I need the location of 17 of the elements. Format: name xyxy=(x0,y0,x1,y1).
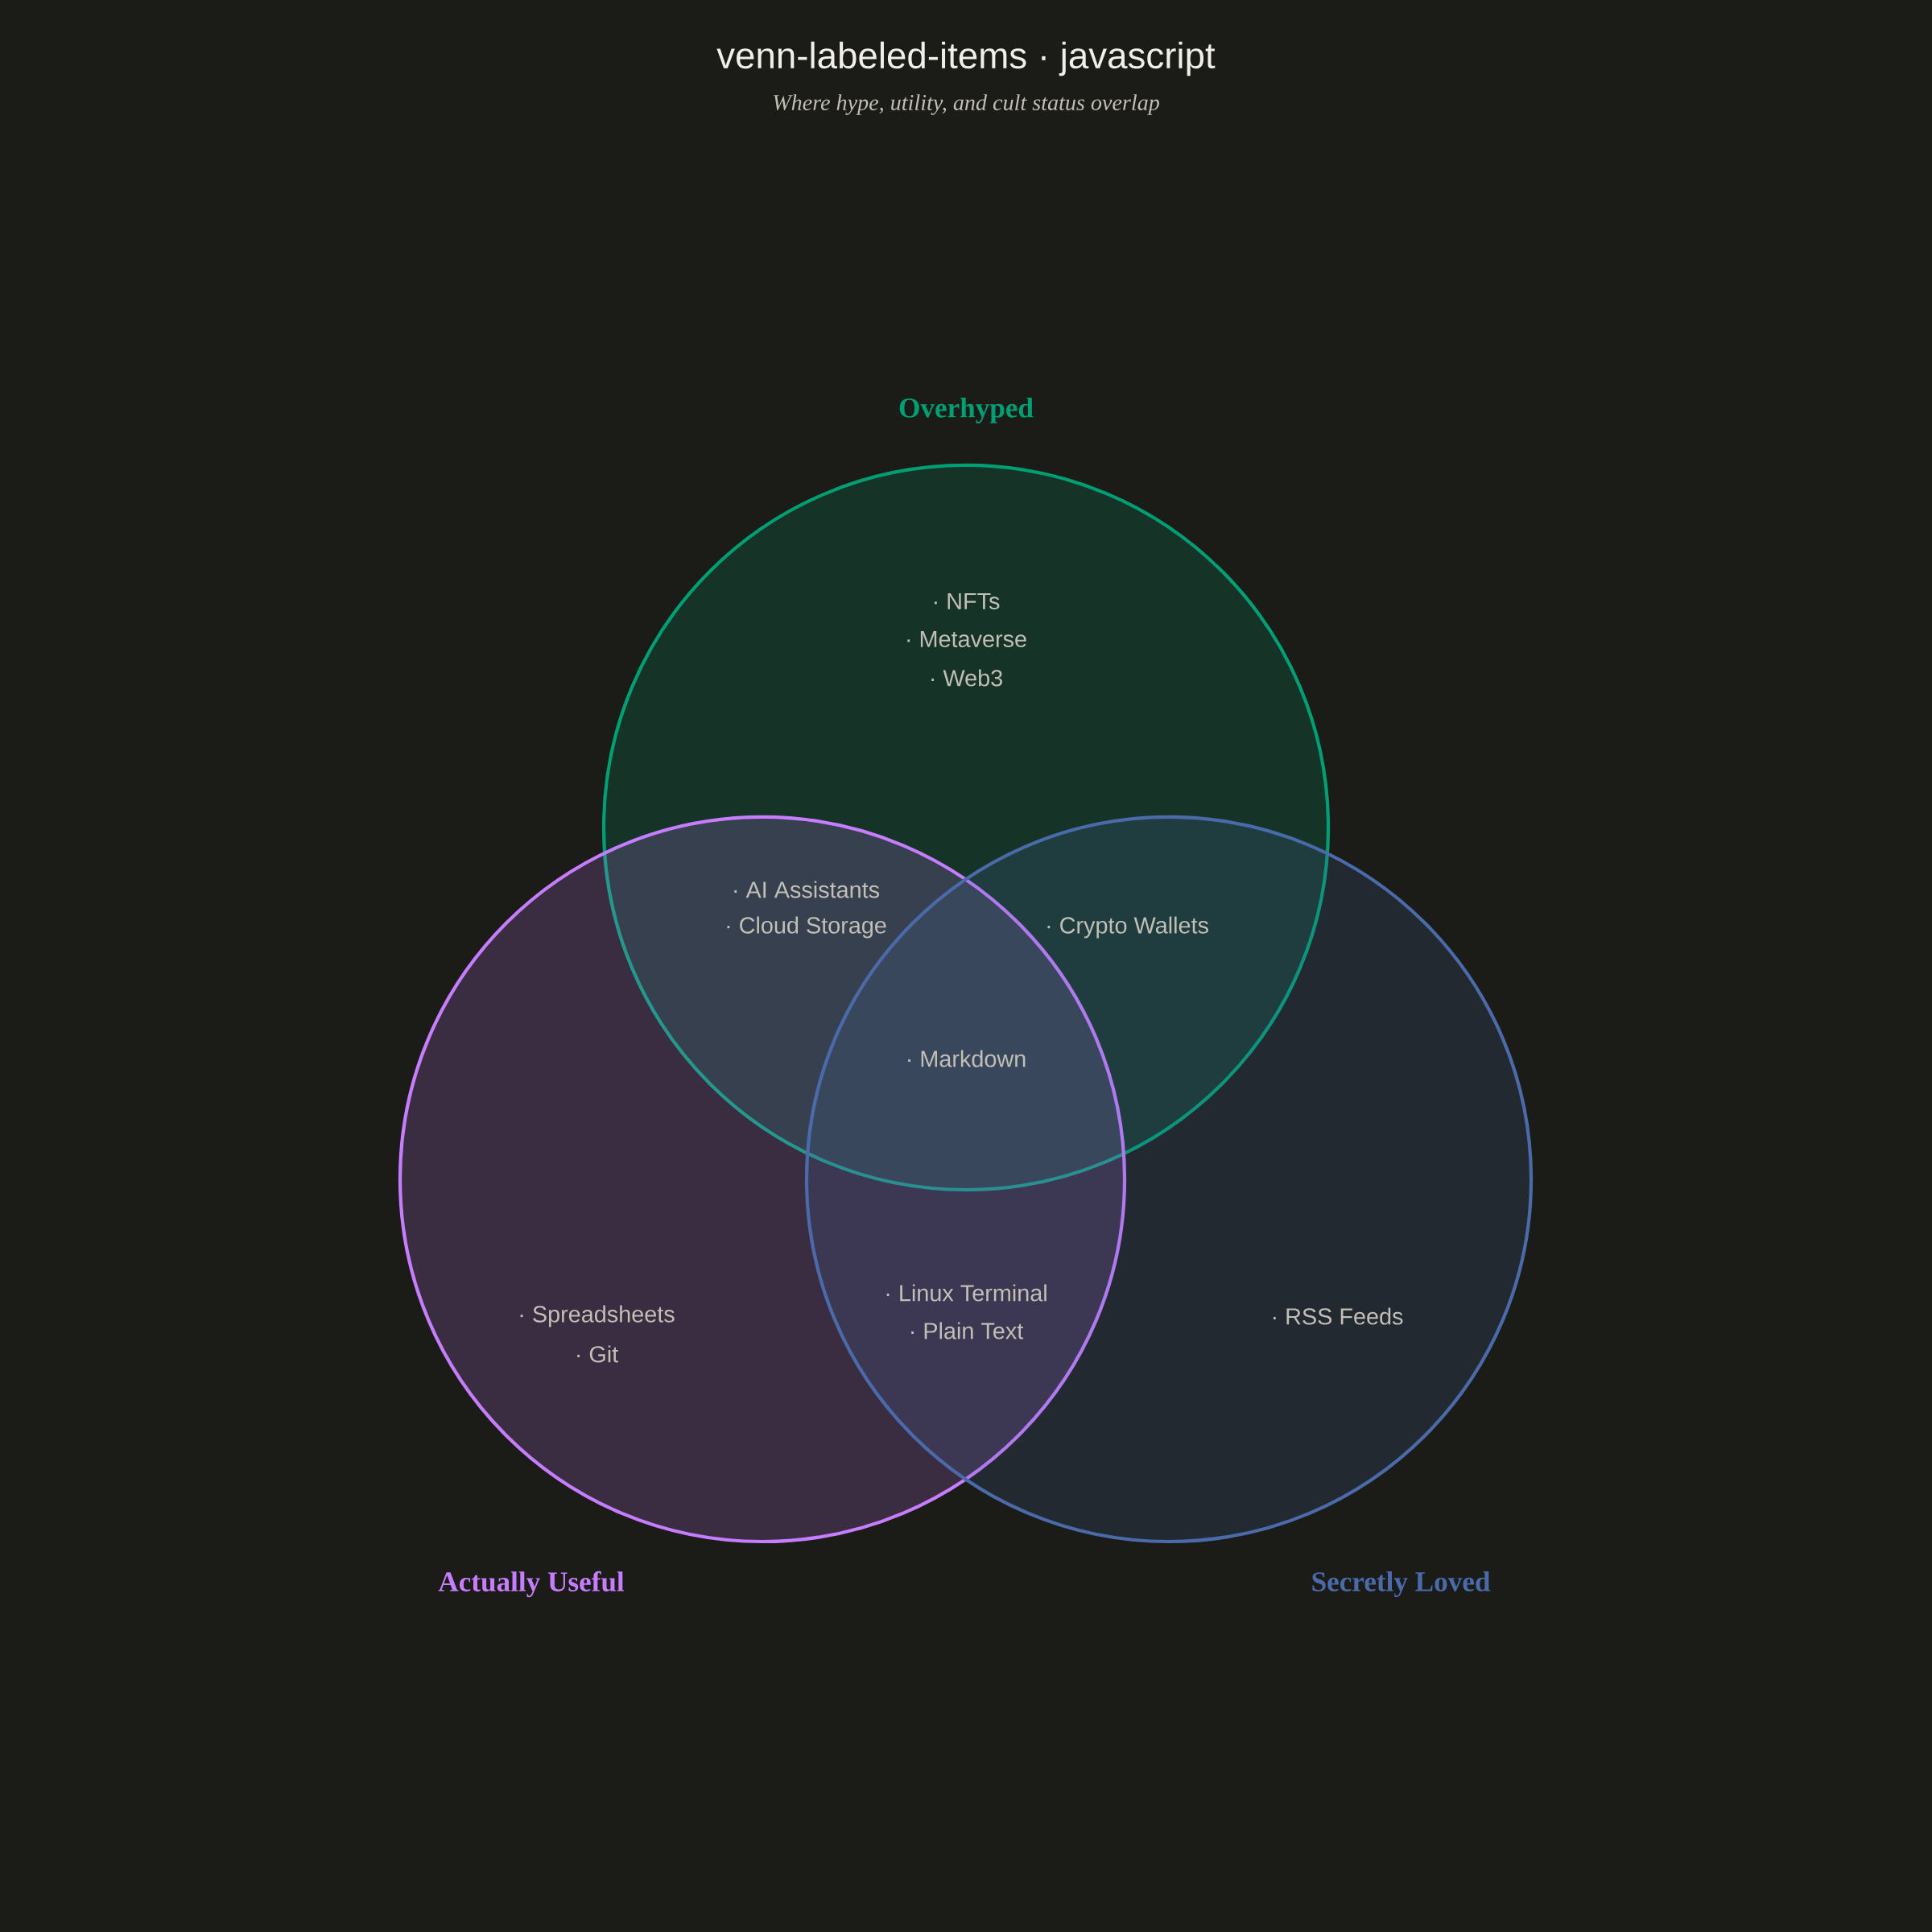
item-label: · Plain Text xyxy=(911,1322,1024,1340)
set-label: Overhyped xyxy=(899,397,1034,423)
item-label: · Markdown xyxy=(908,1050,1026,1067)
item-label: · AI Assistants xyxy=(734,881,880,898)
set-label: Secretly Loved xyxy=(1312,1571,1491,1597)
item-label: · Web3 xyxy=(931,669,1002,687)
item-label: · NFTs xyxy=(935,592,1000,609)
item-label: · Cloud Storage xyxy=(727,916,886,939)
item-label: · Linux Terminal xyxy=(886,1284,1046,1302)
item-label: · Crypto Wallets xyxy=(1047,916,1208,939)
item-label: · Metaverse xyxy=(907,630,1026,647)
item-label: · Git xyxy=(577,1345,618,1363)
set-label: Actually Useful xyxy=(438,1571,625,1598)
title: venn-labeled-items · javascript xyxy=(716,41,1216,76)
item-label: · RSS Feeds xyxy=(1273,1307,1403,1325)
item-label: · Spreadsheets xyxy=(520,1305,675,1327)
subtitle: Where hype, utility, and cult status overlap xyxy=(774,94,1159,115)
